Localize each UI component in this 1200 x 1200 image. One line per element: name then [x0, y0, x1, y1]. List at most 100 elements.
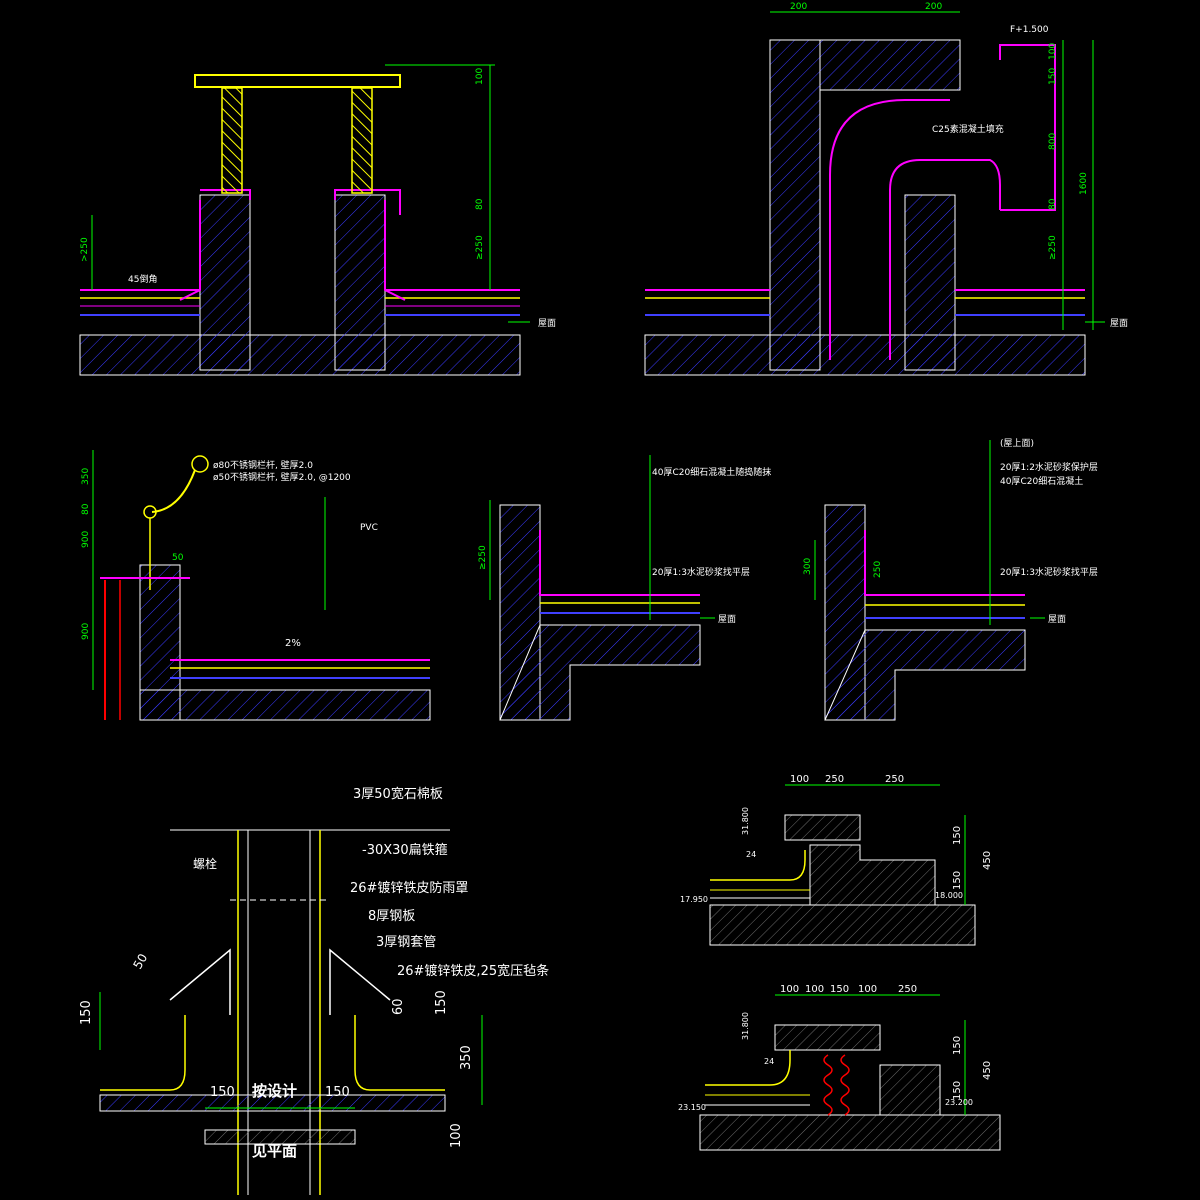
label-e-1: (屋上面): [1000, 438, 1034, 449]
dim-h-top-3: 150: [830, 984, 849, 995]
dim-f-3: 60: [391, 998, 406, 1015]
dim-f-5: 350: [459, 1045, 474, 1070]
expansion-joint-h-2: [840, 1054, 850, 1116]
flashing-f: [100, 1015, 445, 1091]
dim-h-top-2: 100: [805, 984, 824, 995]
dim-h-top-1: 100: [780, 984, 799, 995]
label-b-fill: C25素混凝土填充: [932, 123, 1004, 135]
dim-f-7: 150: [325, 1085, 350, 1100]
dim-b-4: 80: [1048, 198, 1058, 210]
detail-e: 300 250 (屋上面) 20厚1:2水泥砂浆保护层 40厚C20细石混凝土 …: [803, 438, 1098, 721]
elev-h-3: 31.800: [741, 1012, 750, 1040]
dim-g-top-2: 250: [825, 774, 844, 785]
waterproof-e: [864, 530, 1025, 596]
duct-inner: [889, 159, 1001, 360]
handrail-bend: [151, 469, 196, 513]
slope-c: 2%: [285, 638, 301, 649]
slab-g: [709, 904, 976, 946]
slab-d: [499, 624, 701, 721]
label-d-1: 40厚C20细石混凝土随捣随抹: [652, 466, 771, 478]
detail-f: 螺栓 3厚50宽石棉板 -30X30扁铁箍 26#镀锌铁皮防雨罩 8厚钢板 3厚…: [79, 786, 549, 1195]
label-f-4: 8厚钢板: [368, 909, 415, 924]
elev-h-1: 23.150: [678, 1103, 706, 1112]
dim-c-5: 50: [172, 553, 184, 563]
dim-g-top-3: 250: [885, 774, 904, 785]
dim-a-2: 80: [475, 198, 485, 210]
label-c-pvc: PVC: [360, 523, 378, 533]
slab-e: [824, 629, 1026, 721]
label-f-1: 3厚50宽石棉板: [353, 786, 443, 802]
detail-d: ≥250 40厚C20细石混凝土随捣随抹 20厚1:3水泥砂浆找平层 屋面: [478, 455, 771, 721]
parapet-right: [334, 194, 386, 371]
dim-f-1: 50: [130, 951, 150, 971]
handrail-top: [191, 455, 209, 473]
duct-cap: [999, 44, 1056, 211]
dim-h-top-5: 250: [898, 984, 917, 995]
dim-b-6: 1600: [1079, 172, 1089, 195]
dim-b-5: ≥250: [1048, 235, 1058, 260]
parapet-b: [904, 194, 956, 371]
label-f-6: 26#镀锌铁皮,25宽压毡条: [397, 963, 549, 979]
step-wall-g: [809, 844, 936, 906]
label-f-plan: 见平面: [252, 1142, 297, 1160]
label-f-design: 按设计: [252, 1082, 297, 1100]
dim-h-top-4: 100: [858, 984, 877, 995]
cap-slab-h: [774, 1024, 881, 1051]
upturn-left: [179, 189, 251, 301]
brick-pier-right: [351, 87, 373, 194]
elev-g-1: 17.950: [680, 895, 708, 904]
dim-b-2: 150: [1048, 68, 1058, 85]
dim-c-4: 900: [81, 623, 91, 640]
label-e-2: 20厚1:2水泥砂浆保护层: [1000, 461, 1098, 473]
dim-f-2: 150: [79, 1000, 94, 1025]
label-f-bolt: 螺栓: [193, 856, 217, 871]
step-wall-h: [879, 1064, 941, 1116]
elevation-b: F+1.500: [1010, 25, 1049, 35]
label-c-1: ø80不锈钢栏杆, 壁厚2.0: [213, 459, 313, 471]
dim-b-top-2: 200: [925, 2, 942, 12]
structural-slab-b: [644, 334, 1086, 376]
note-h-1: 24: [764, 1057, 774, 1066]
dim-e-1: 300: [803, 558, 813, 575]
label-f-5: 3厚钢套管: [376, 934, 436, 950]
wall-b: [769, 39, 821, 371]
dim-h-1: 150: [952, 1036, 963, 1055]
concrete-cap: [194, 74, 401, 88]
dim-f-8: 100: [449, 1123, 464, 1148]
slab-h: [699, 1114, 1001, 1151]
level-label-d: 屋面: [718, 614, 736, 625]
roof-beam-b: [819, 39, 961, 91]
dim-h-3: 150: [952, 1081, 963, 1100]
label-e-4: 20厚1:3水泥砂浆找平层: [1000, 566, 1098, 578]
elev-g-3: 31.800: [741, 807, 750, 835]
detail-g: 100 250 250 150 450 150 17.950 18.000 31…: [680, 774, 993, 946]
dim-g-3: 150: [952, 871, 963, 890]
note-g-1: 24: [746, 850, 756, 859]
label-d-2: 20厚1:3水泥砂浆找平层: [652, 566, 750, 578]
dim-e-2: 250: [873, 561, 883, 578]
dim-f-4: 150: [434, 990, 449, 1015]
label-c-2: ø50不锈钢栏杆, 壁厚2.0, @1200: [213, 471, 351, 483]
structural-slab: [79, 334, 521, 376]
dim-f-6: 150: [210, 1085, 235, 1100]
rain-cover: [169, 948, 391, 1015]
flashing-g: [710, 850, 806, 881]
elev-h-2: 23.200: [945, 1098, 973, 1107]
level-label-a: 屋面: [538, 318, 556, 329]
waterproof-d: [539, 530, 700, 596]
dim-c-2: 80: [81, 503, 91, 515]
dim-a-3: ≥250: [475, 235, 485, 260]
label-f-2: -30X30扁铁箍: [362, 842, 448, 858]
detail-b: 200 200 F+1.500 100 150 800 80 ≥250 1600…: [644, 2, 1128, 376]
brick-pier-left: [221, 87, 243, 194]
label-e-3: 40厚C20细石混凝土: [1000, 475, 1083, 487]
detail-c: 350 80 900 900 50 ø80不锈钢栏杆, 壁厚2.0 ø50不锈钢…: [81, 450, 431, 721]
dim-b-3: 800: [1048, 133, 1058, 150]
dim-g-1: 150: [952, 826, 963, 845]
lower-slab-f: [204, 1129, 356, 1145]
flashing-h: [705, 1050, 791, 1086]
dim-g-2: 450: [982, 851, 993, 870]
duct-outer: [829, 99, 950, 360]
parapet-left: [199, 194, 251, 371]
dim-c-3: 900: [81, 531, 91, 548]
